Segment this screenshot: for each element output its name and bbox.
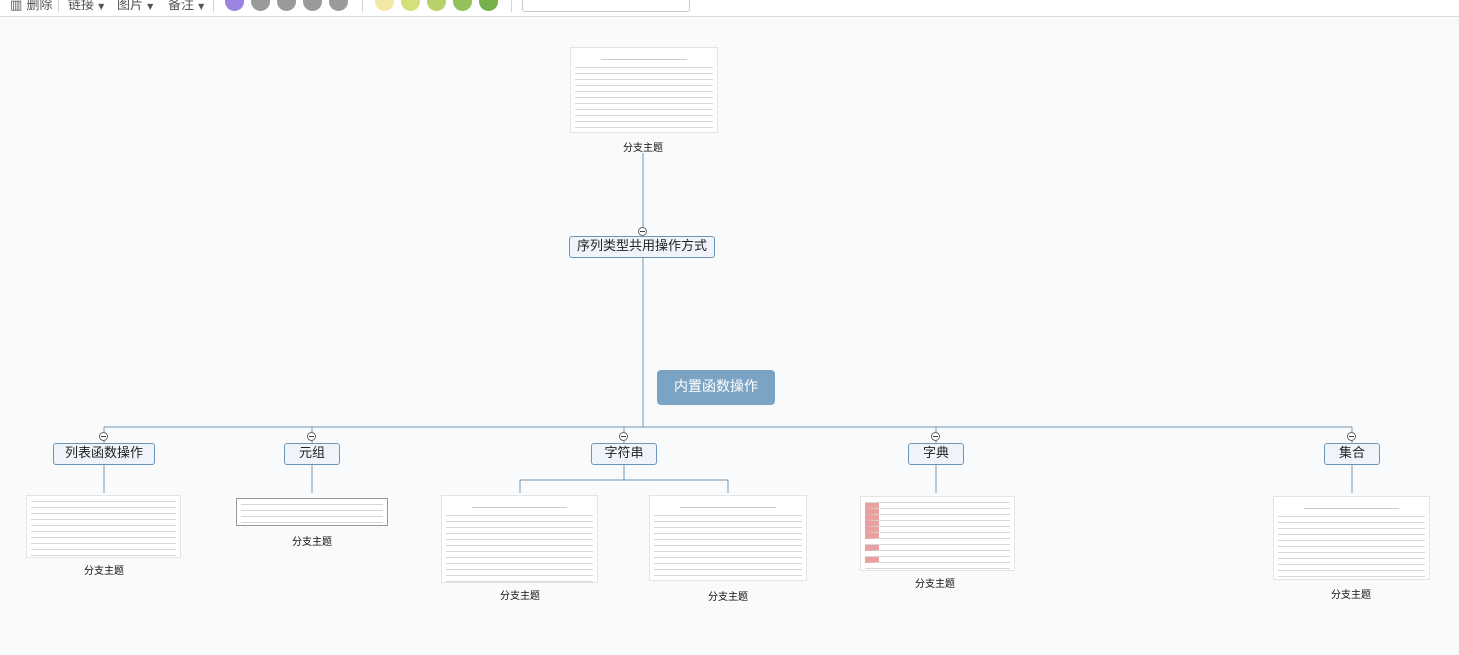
connector-lines — [103, 153, 1353, 493]
branch-topic-caption[interactable]: 分支主题 — [623, 143, 663, 154]
search-input[interactable] — [522, 0, 690, 12]
root-node[interactable]: 内置函数操作 — [657, 370, 775, 405]
table-image-thumbnail[interactable] — [1273, 496, 1430, 580]
trash-icon: ▥ — [10, 0, 23, 13]
node-dict[interactable]: 字典 — [908, 443, 964, 465]
node-sequence-common-ops[interactable]: 序列类型共用操作方式 — [569, 236, 715, 258]
branch-topic-caption[interactable]: 分支主题 — [292, 537, 332, 548]
node-set[interactable]: 集合 — [1324, 443, 1380, 465]
image-menu-button[interactable]: 图片 ▼ — [117, 0, 154, 13]
table-image-thumbnail[interactable] — [570, 47, 718, 133]
table-image-thumbnail[interactable] — [860, 496, 1015, 571]
table-image-thumbnail[interactable] — [236, 498, 388, 526]
chevron-down-icon: ▼ — [98, 2, 105, 11]
chevron-down-icon: ▼ — [147, 2, 154, 11]
mindmap-canvas[interactable]: 分支主题 序列类型共用操作方式 内置函数操作 列表函数操作 元组 字符串 字典 … — [0, 17, 1459, 655]
node-tuple[interactable]: 元组 — [284, 443, 340, 465]
toolbar: ▥ 删除 链接 ▼ 图片 ▼ 备注 ▼ — [0, 0, 1459, 17]
link-menu-button[interactable]: 链接 ▼ — [68, 0, 105, 13]
progress-0-icon[interactable] — [375, 0, 394, 11]
branch-topic-caption[interactable]: 分支主题 — [1331, 590, 1371, 601]
priority-1-icon[interactable] — [225, 0, 244, 11]
note-menu-button[interactable]: 备注 ▼ — [168, 0, 205, 13]
collapse-toggle-icon[interactable] — [307, 432, 316, 441]
priority-2-icon[interactable] — [251, 0, 270, 11]
branch-topic-caption[interactable]: 分支主题 — [500, 591, 540, 602]
toolbar-divider — [511, 0, 512, 12]
collapse-toggle-icon[interactable] — [619, 432, 628, 441]
delete-button[interactable]: ▥ 删除 — [10, 0, 53, 13]
progress-50-icon[interactable] — [427, 0, 446, 11]
chevron-down-icon: ▼ — [198, 2, 205, 11]
table-image-thumbnail[interactable] — [441, 495, 598, 583]
toolbar-divider — [213, 0, 214, 12]
priority-4-icon[interactable] — [303, 0, 322, 11]
node-string[interactable]: 字符串 — [591, 443, 657, 465]
table-image-thumbnail[interactable] — [26, 495, 181, 558]
branch-topic-caption[interactable]: 分支主题 — [708, 592, 748, 603]
branch-topic-caption[interactable]: 分支主题 — [84, 566, 124, 577]
progress-25-icon[interactable] — [401, 0, 420, 11]
collapse-toggle-icon[interactable] — [931, 432, 940, 441]
progress-100-icon[interactable] — [479, 0, 498, 11]
branch-topic-caption[interactable]: 分支主题 — [915, 579, 955, 590]
progress-75-icon[interactable] — [453, 0, 472, 11]
toolbar-divider — [362, 0, 363, 12]
collapse-toggle-icon[interactable] — [638, 227, 647, 236]
node-list-functions[interactable]: 列表函数操作 — [53, 443, 155, 465]
priority-5-icon[interactable] — [329, 0, 348, 11]
toolbar-divider — [58, 0, 59, 12]
table-image-thumbnail[interactable] — [649, 495, 807, 581]
collapse-toggle-icon[interactable] — [1347, 432, 1356, 441]
collapse-toggle-icon[interactable] — [99, 432, 108, 441]
priority-3-icon[interactable] — [277, 0, 296, 11]
